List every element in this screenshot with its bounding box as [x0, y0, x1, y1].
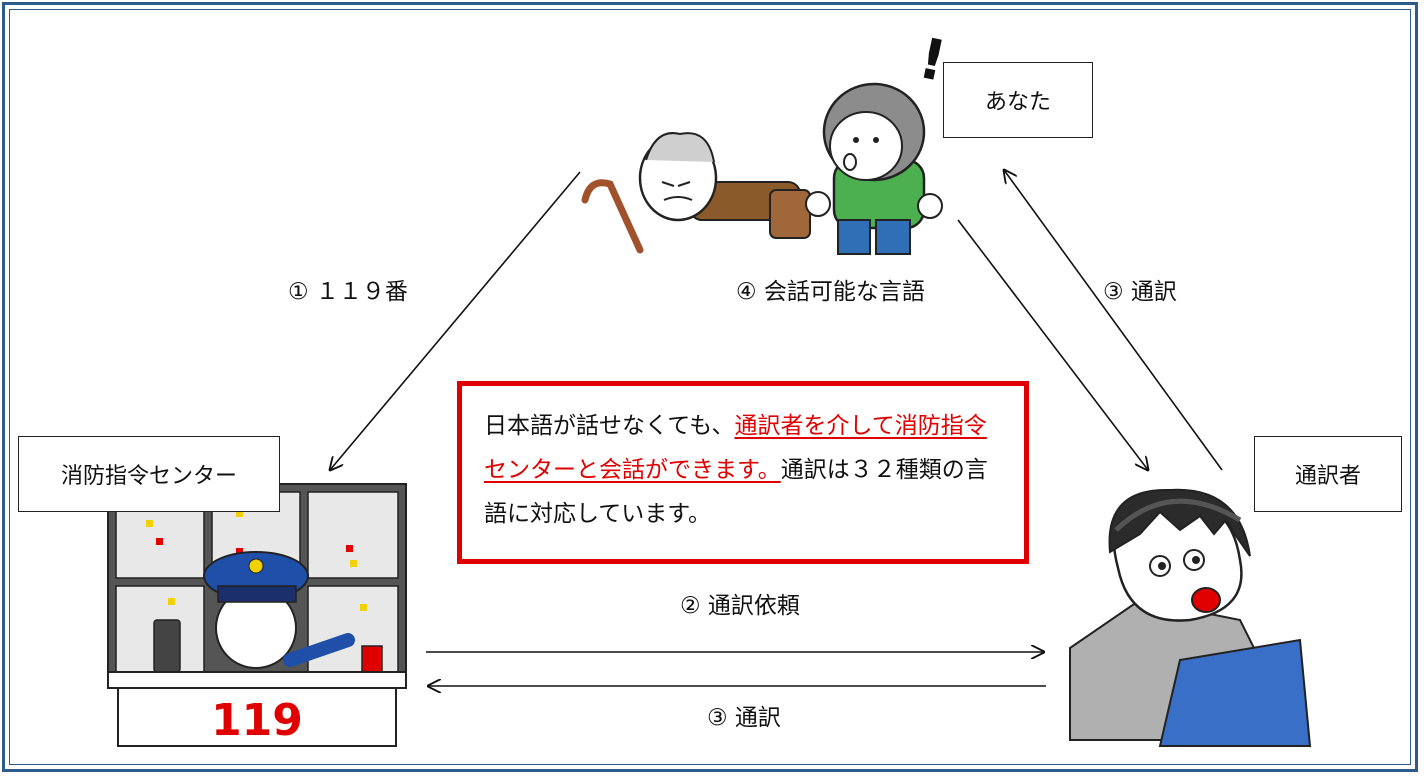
interpreter-illustration [1069, 488, 1312, 747]
label-interpret-top: ③ 通訳 [1103, 279, 1177, 305]
note-text-highlight: 通訳者を介して消防指令センターと会話ができます。 [484, 413, 987, 483]
node-interpreter: 通訳者 [1254, 436, 1402, 512]
inner-frame [9, 9, 1411, 765]
desk-sign-119: 119 [211, 695, 303, 746]
elderly-person-illustration [581, 132, 811, 254]
node-center: 消防指令センター [18, 436, 280, 512]
note-text-1: 日本語が話せなくても、 [484, 413, 735, 439]
node-center-label: 消防指令センター [60, 464, 237, 489]
arrow-conversation [957, 219, 1148, 470]
label-request: ② 通訳依頼 [680, 593, 800, 619]
you-person-illustration: ! [805, 26, 952, 255]
label-interpret-bottom: ③ 通訳 [707, 705, 781, 731]
arrow-call-119 [330, 171, 581, 470]
node-interpreter-label: 通訳者 [1294, 464, 1361, 489]
label-conversation: ④ 会話可能な言語 [736, 279, 925, 305]
note-text-3: 通訳は３２種類の言語に対応しています。 [484, 457, 988, 527]
label-call-119: ① １１９番 [288, 279, 408, 305]
command-center-illustration: 119 [107, 483, 407, 747]
info-note: 日本語が話せなくても、通訳者を介して消防指令センターと会話ができます。通訳は３２… [457, 381, 1029, 564]
arrow-interpret-to-you [1004, 170, 1223, 471]
node-you: あなた [943, 62, 1093, 138]
node-you-label: あなた [984, 90, 1051, 115]
